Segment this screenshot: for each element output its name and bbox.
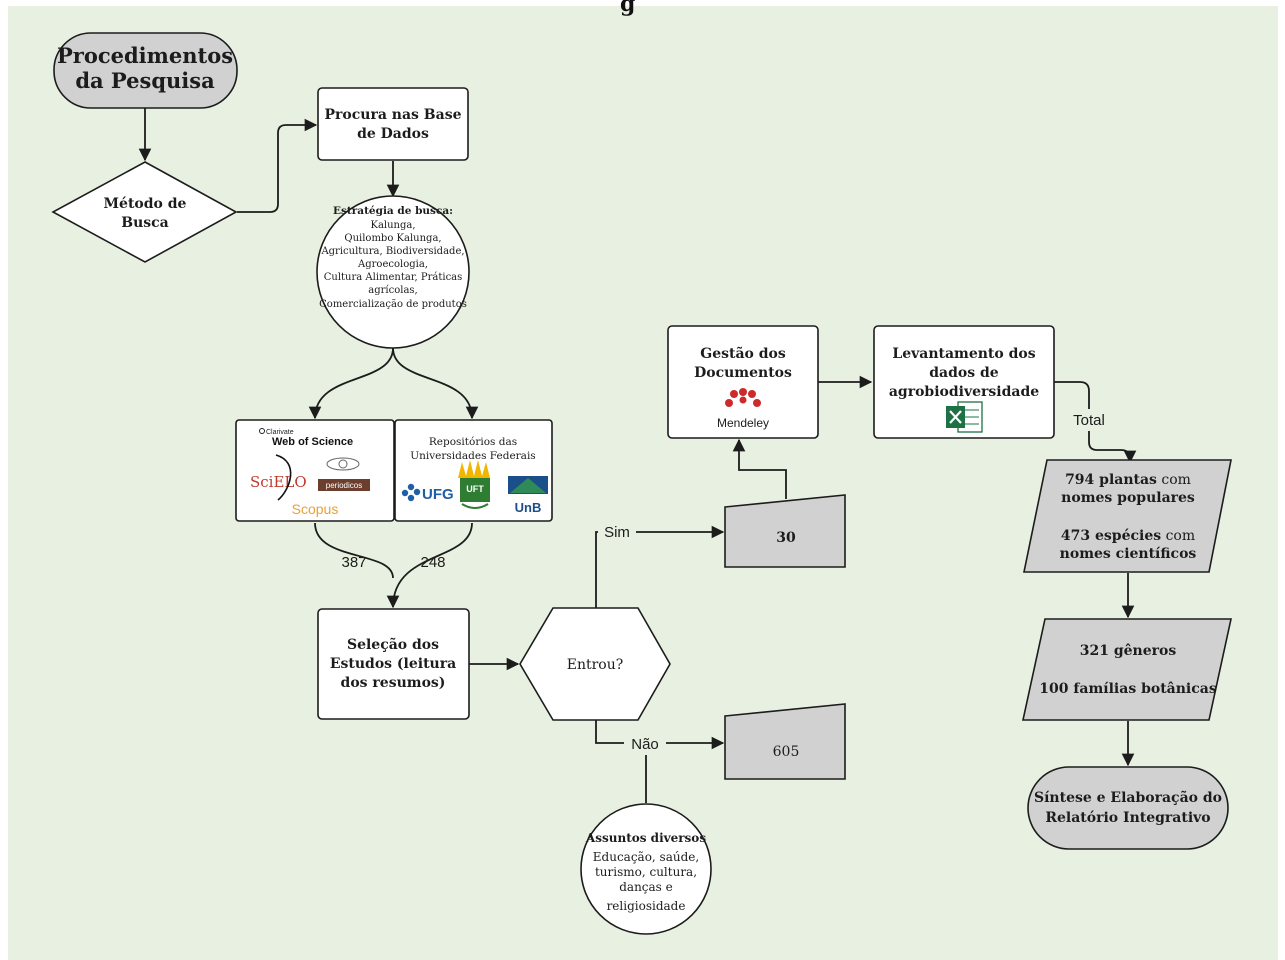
node-sintese: Síntese e Elaboração do Relatório Integr… [1027,766,1229,850]
edge-left-to-selecao [314,522,394,579]
assuntos-line3: danças e [619,880,673,894]
edge-right-to-selecao [386,522,473,609]
edge-total [1054,381,1137,464]
repositorios-line2: Universidades Federais [410,450,535,462]
node-gestao: Gestão dos Documentos Mendeley [667,325,819,439]
label-total-bg [1066,409,1112,431]
label-sim-bg [598,520,636,542]
plantas-line1: 794 plantas com [1065,472,1191,488]
plantas-line4: nomes científicos [1060,546,1197,562]
ufg-logo-icon: UFG [401,483,454,503]
entrou-label: Entrou? [567,657,624,673]
assuntos-title: Assuntos diversos [585,831,706,845]
node-selecao: Seleção dos Estudos (leitura dos resumos… [317,608,470,720]
unb-text: UnB [515,500,542,515]
node-generos: 321 gêneros 100 famílias botânicas [1022,618,1232,721]
estrategia-term-6: agrícolas, [368,285,417,296]
plantas-line2: nomes populares [1061,490,1195,506]
edge-estrategia-to-left [308,347,394,420]
node-procura: Procura nas Base de Dados [317,87,469,161]
selecao-line2: Estudos (leitura [330,656,456,672]
repositorios-line1: Repositórios das [429,436,517,448]
label-248: 248 [420,554,445,571]
edge-estrategia-to-right [392,347,479,420]
label-nao: Não [631,736,659,753]
label-sim: Sim [604,524,630,541]
gestao-line2: Documentos [694,365,792,381]
scielo-arc-icon [275,454,292,501]
edge-nao [595,720,725,750]
sintese-line1: Síntese e Elaboração do [1034,789,1222,806]
wos-logo: Web of Science [272,436,353,448]
node-procura-line2: de Dados [357,126,429,142]
header-fragment: g [620,0,636,17]
node-plantas: 794 plantas com nomes populares 473 espé… [1023,459,1232,573]
edge-30-to-gestao [732,438,787,499]
gestao-line1: Gestão dos [700,345,786,362]
label-nao-bg [624,733,666,755]
node-metodo-line2: Busca [121,215,169,231]
node-db-left: Clarivate Web of Science SciELO periodic… [235,419,395,522]
generos-line2: 100 famílias botânicas [1039,681,1217,697]
edge-metodo-to-procura [237,118,318,213]
clarivate-label: Clarivate [266,429,294,436]
scopus-logo: Scopus [292,501,339,517]
estrategia-term-5: Cultura Alimentar, Práticas [324,272,463,283]
node-entrou: Entrou? [519,607,671,721]
levantamento-line2: dados de [929,365,999,381]
node-procura-line1: Procura nas Base [325,107,462,123]
mendeley-logo-icon [725,388,761,407]
edges [138,108,1137,803]
levantamento-line3: agrobiodiversidade [889,384,1039,400]
ufg-text: UFG [422,486,454,503]
node-db-right: Repositórios das Universidades Federais … [394,419,553,522]
assuntos-line1: Educação, saúde, [593,850,699,864]
n30-label: 30 [776,530,796,546]
estrategia-title: Estratégia de busca: [333,205,453,217]
label-total: Total [1073,412,1105,429]
generos-line1: 321 gêneros [1080,643,1177,659]
sintese-line2: Relatório Integrativo [1045,810,1210,826]
periodicos-logo-icon: periodicos [318,457,370,491]
node-metodo-line1: Método de [104,196,187,212]
assuntos-line4: religiosidade [607,899,686,913]
levantamento-line1: Levantamento dos [892,346,1035,362]
clarivate-icon [259,428,265,434]
uft-text: UFT [466,484,484,494]
estrategia-term-2: Quilombo Kalunga, [344,233,441,244]
mendeley-label: Mendeley [717,416,769,430]
node-levantamento: Levantamento dos dados de agrobiodiversi… [873,325,1055,439]
label-387: 387 [341,554,366,571]
node-start-line1: Procedimentos [57,43,233,68]
scielo-logo: SciELO [250,473,307,491]
periodicos-text: periodicos [326,481,362,490]
node-metodo: Método de Busca [51,161,238,263]
node-605: 605 [724,703,846,780]
selecao-line1: Seleção dos [347,636,439,653]
estrategia-term-4: Agroecologia, [357,259,428,270]
n605-label: 605 [773,744,800,760]
assuntos-line2: turismo, cultura, [595,865,697,879]
node-assuntos: Assuntos diversos Educação, saúde, turis… [580,803,712,935]
node-start-line2: da Pesquisa [75,68,215,93]
estrategia-term-1: Kalunga, [370,220,415,231]
excel-icon [946,401,983,433]
selecao-line3: dos resumos) [341,675,446,691]
node-estrategia: Estratégia de busca: Kalunga, Quilombo K… [316,195,470,349]
uft-logo-icon: UFT [458,460,490,509]
plantas-line3: 473 espécies com [1061,528,1195,544]
estrategia-term-7: Comercialização de produtos [319,299,467,310]
node-30: 30 [724,494,846,568]
edge-sim [595,525,725,608]
node-start: Procedimentos da Pesquisa [53,32,238,109]
estrategia-term-3: Agricultura, Biodiversidade, [320,246,464,257]
unb-logo-icon: UnB [508,476,548,515]
